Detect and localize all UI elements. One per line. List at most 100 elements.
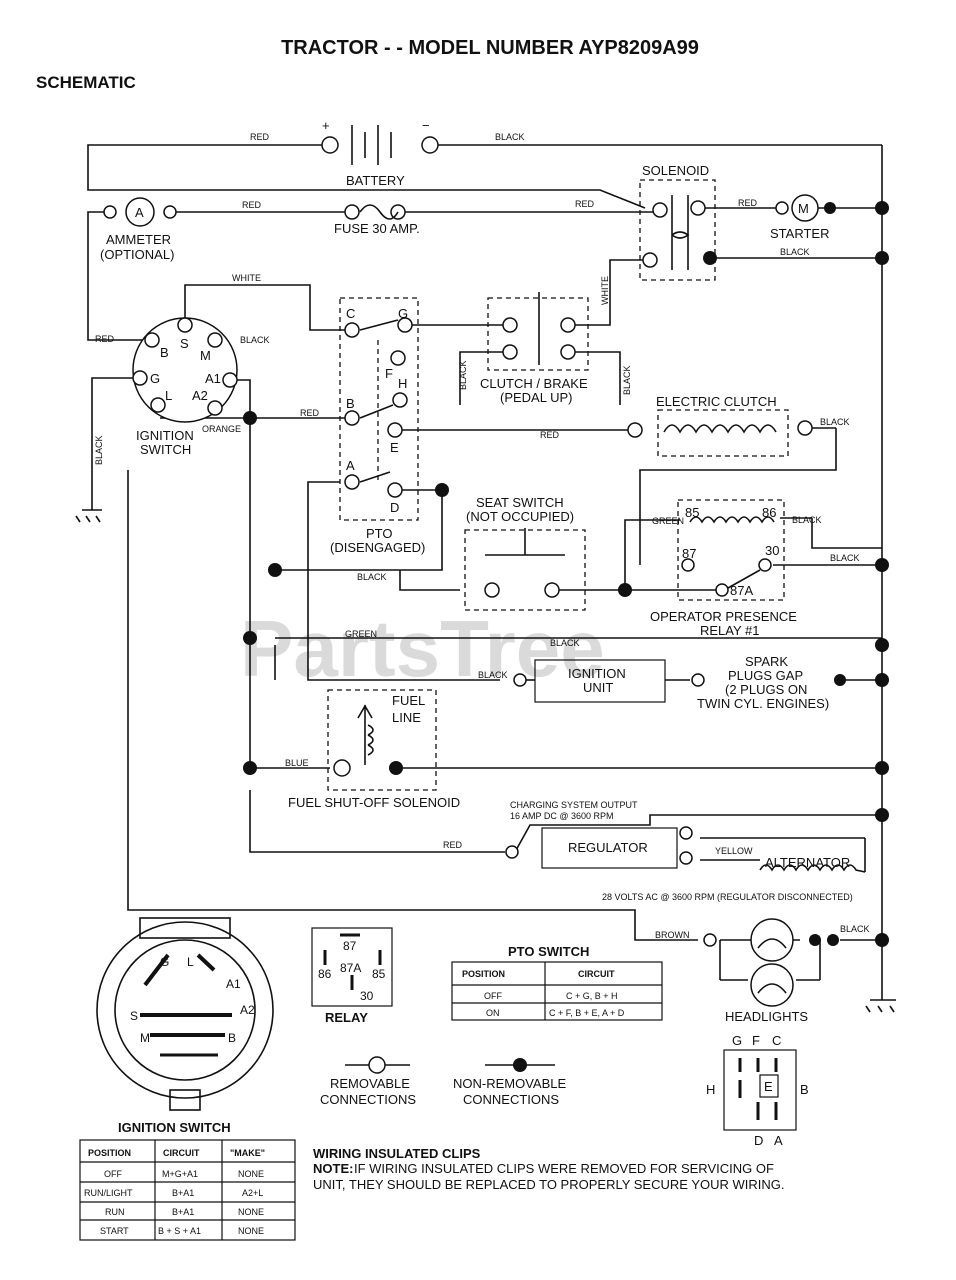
ignition-switch-schematic: B S M G L A1 A2 IGNITION SWITCH bbox=[132, 317, 238, 457]
wire-label-white: WHITE bbox=[232, 273, 261, 283]
legend-nonremovable-2: CONNECTIONS bbox=[463, 1092, 559, 1107]
ign-table-cell: RUN bbox=[105, 1207, 125, 1217]
fuel-solenoid-label: FUEL SHUT-OFF SOLENOID bbox=[288, 795, 460, 810]
ign-table-cell: NONE bbox=[238, 1226, 264, 1236]
seat-switch: SEAT SWITCH (NOT OCCUPIED) bbox=[464, 495, 586, 611]
conn-e: E bbox=[764, 1079, 773, 1094]
face-terminal-m: M bbox=[140, 1031, 150, 1045]
wire-label-black: BLACK bbox=[478, 670, 508, 680]
relaybox-87: 87 bbox=[343, 939, 357, 953]
clutch-brake-label: CLUTCH / BRAKE bbox=[480, 376, 588, 391]
wire-label-black: BLACK bbox=[495, 132, 525, 142]
conn-d: D bbox=[754, 1133, 763, 1148]
conn-b: B bbox=[800, 1082, 809, 1097]
ign-table-cell: OFF bbox=[104, 1169, 122, 1179]
pto-terminal-g: G bbox=[398, 306, 408, 321]
wire-label-red: RED bbox=[300, 408, 320, 418]
pto-table-cell: C + F, B + E, A + D bbox=[549, 1008, 625, 1018]
conn-h: H bbox=[706, 1082, 715, 1097]
battery-label: BATTERY bbox=[346, 173, 405, 188]
wire-label-red: RED bbox=[540, 430, 560, 440]
relaybox-86: 86 bbox=[318, 967, 332, 981]
fuel-line-label: FUEL bbox=[392, 693, 425, 708]
conn-c: C bbox=[772, 1033, 781, 1048]
fuse-label: FUSE 30 AMP. bbox=[334, 221, 420, 236]
pto-table-cell: ON bbox=[486, 1008, 500, 1018]
note-prefix: NOTE: bbox=[313, 1161, 353, 1176]
pto-terminal-a: A bbox=[346, 458, 355, 473]
ignition-switch-label2: SWITCH bbox=[140, 442, 191, 457]
pto-terminal-h: H bbox=[398, 376, 407, 391]
ammeter-symbol: A bbox=[135, 205, 144, 220]
legend-removable: REMOVABLE bbox=[330, 1076, 410, 1091]
pto-table-title: PTO SWITCH bbox=[508, 944, 589, 959]
wire-label-orange: ORANGE bbox=[202, 424, 241, 434]
relay-terminal-87: 87 bbox=[682, 546, 696, 561]
ammeter-label: AMMETER bbox=[106, 232, 171, 247]
fuel-line-label2: LINE bbox=[392, 710, 421, 725]
starter-label: STARTER bbox=[770, 226, 829, 241]
headlights-label: HEADLIGHTS bbox=[725, 1009, 808, 1024]
wire-label-black: BLACK bbox=[792, 515, 822, 525]
wire-label-red: RED bbox=[95, 334, 115, 344]
pto-table-header: POSITION bbox=[462, 969, 505, 979]
ign-table-cell: B+A1 bbox=[172, 1207, 194, 1217]
wire-label-red: RED bbox=[575, 199, 595, 209]
ign-table-header: POSITION bbox=[88, 1148, 131, 1158]
wire-label-black: BLACK bbox=[830, 553, 860, 563]
face-terminal-l: L bbox=[187, 955, 194, 969]
ammeter-optional: (OPTIONAL) bbox=[100, 247, 174, 262]
spark-plugs-line4: TWIN CYL. ENGINES) bbox=[697, 696, 829, 711]
charging-output: CHARGING SYSTEM OUTPUT bbox=[510, 800, 638, 810]
starter-symbol: M bbox=[798, 201, 809, 216]
wire-label-blue: BLUE bbox=[285, 758, 309, 768]
ign-table-cell: B+A1 bbox=[172, 1188, 194, 1198]
ignition-unit-label2: UNIT bbox=[583, 680, 613, 695]
battery: + − BATTERY bbox=[321, 118, 439, 188]
connection-legend: REMOVABLE CONNECTIONS NON-REMOVABLE CONN… bbox=[320, 1056, 566, 1107]
relaybox-85: 85 bbox=[372, 967, 386, 981]
regulator-label: REGULATOR bbox=[568, 840, 648, 855]
ign-table-cell: M+G+A1 bbox=[162, 1169, 198, 1179]
wire-label-red: RED bbox=[738, 198, 758, 208]
note-title: WIRING INSULATED CLIPS bbox=[313, 1146, 481, 1161]
solenoid-label: SOLENOID bbox=[642, 163, 709, 178]
wire-label-black: BLACK bbox=[622, 365, 632, 395]
relay-number: RELAY #1 bbox=[700, 623, 760, 638]
pto-table-cell: C + G, B + H bbox=[566, 991, 618, 1001]
ign-table-cell: NONE bbox=[238, 1169, 264, 1179]
ammeter: A AMMETER (OPTIONAL) bbox=[100, 197, 177, 262]
relay-terminal-86: 86 bbox=[762, 505, 776, 520]
relaybox-30: 30 bbox=[360, 989, 374, 1003]
watermark: PartsTree bbox=[240, 604, 605, 693]
pto-terminal-f: F bbox=[385, 366, 393, 381]
spark-plugs-line2: PLUGS GAP bbox=[728, 668, 803, 683]
spark-plugs-line3: (2 PLUGS ON bbox=[725, 682, 807, 697]
starter: M STARTER bbox=[770, 194, 836, 241]
wire-label-green: GREEN bbox=[652, 516, 684, 526]
wire-label-white: WHITE bbox=[600, 276, 610, 305]
pto-label: PTO bbox=[366, 526, 393, 541]
pto-connector-pinout: G F C H E B D A bbox=[706, 1033, 809, 1148]
pto-switch-table: PTO SWITCH POSITION CIRCUIT OFF C + G, B… bbox=[451, 944, 663, 1021]
alternator-ac-note: 28 VOLTS AC @ 3600 RPM (REGULATOR DISCON… bbox=[602, 892, 853, 902]
wire-label-black: BLACK bbox=[780, 247, 810, 257]
face-terminal-a2: A2 bbox=[240, 1003, 255, 1017]
ign-terminal-a1: A1 bbox=[205, 371, 221, 386]
ign-terminal-l: L bbox=[165, 388, 172, 403]
relay-terminal-30: 30 bbox=[765, 543, 779, 558]
battery-plus: + bbox=[322, 118, 330, 133]
wire-label-black: BLACK bbox=[94, 435, 104, 465]
ignition-switch-face: G L A1 S A2 M B bbox=[96, 917, 274, 1111]
relay-label: OPERATOR PRESENCE bbox=[650, 609, 797, 624]
relaybox-87a: 87A bbox=[340, 961, 361, 975]
ignition-unit-label: IGNITION bbox=[568, 666, 626, 681]
pto-terminal-b: B bbox=[346, 396, 355, 411]
wire-label-black: BLACK bbox=[458, 360, 468, 390]
relay-pin-diagram: 87 86 87A 85 30 RELAY bbox=[311, 927, 393, 1025]
headlights: HEADLIGHTS bbox=[703, 918, 839, 1024]
ign-terminal-m: M bbox=[200, 348, 211, 363]
spark-plugs: SPARK PLUGS GAP (2 PLUGS ON TWIN CYL. EN… bbox=[697, 654, 846, 711]
wire-label-black: BLACK bbox=[550, 638, 580, 648]
